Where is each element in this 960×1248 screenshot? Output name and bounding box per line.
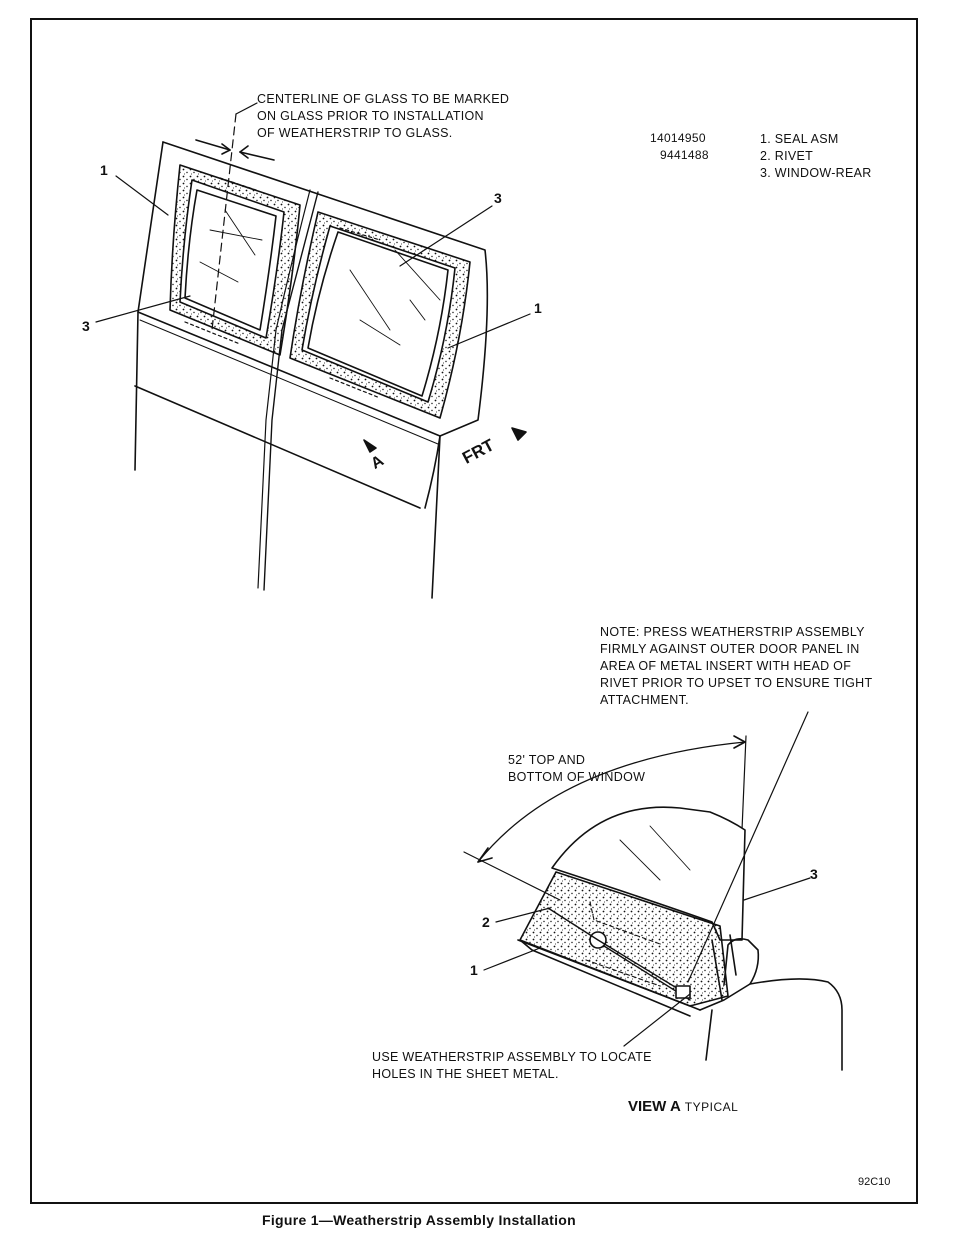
view-a-title-text: VIEW A [628,1098,681,1115]
press-note-line-5: ATTACHMENT. [600,693,689,707]
callout-right-seal: 1 [534,300,542,316]
part-number-seal: 14014950 [650,131,706,145]
press-note-line-1: NOTE: PRESS WEATHERSTRIP ASSEMBLY [600,625,865,639]
locate-note-line-2: HOLES IN THE SHEET METAL. [372,1067,559,1081]
rear-doors-drawing [95,102,531,599]
centerline-note-line-1: CENTERLINE OF GLASS TO BE MARKED [257,92,510,106]
press-note-line-2: FIRMLY AGAINST OUTER DOOR PANEL IN [600,642,860,656]
locate-note-line-1: USE WEATHERSTRIP ASSEMBLY TO LOCATE [372,1050,652,1064]
press-note-line-3: AREA OF METAL INSERT WITH HEAD OF [600,659,852,673]
legend-seal-asm: 1. SEAL ASM [760,132,839,146]
angle-note-line-1: 52' TOP AND [508,753,586,767]
callout-detail-rivet: 2 [482,914,490,930]
callout-right-glass: 3 [494,190,502,206]
press-note-line-4: RIVET PRIOR TO UPSET TO ENSURE TIGHT [600,676,873,690]
callout-detail-seal: 1 [470,962,478,978]
legend-rivet: 2. RIVET [760,149,814,163]
angle-note-line-2: BOTTOM OF WINDOW [508,770,646,784]
centerline-note-line-2: ON GLASS PRIOR TO INSTALLATION [257,109,484,123]
callout-left-glass: 3 [82,318,90,334]
view-a-subtitle: TYPICAL [684,1100,739,1114]
figure-border [30,18,918,1204]
centerline-note-line-3: OF WEATHERSTRIP TO GLASS. [257,126,453,140]
figure-code: 92C10 [858,1176,891,1188]
view-a-detail [463,711,843,1071]
figure-caption: Figure 1—Weatherstrip Assembly Installat… [262,1212,576,1228]
legend-window-rear: 3. WINDOW-REAR [760,166,872,180]
callout-detail-window: 3 [810,866,818,882]
callout-left-seal: 1 [100,162,108,178]
part-number-rivet: 9441488 [660,148,709,162]
